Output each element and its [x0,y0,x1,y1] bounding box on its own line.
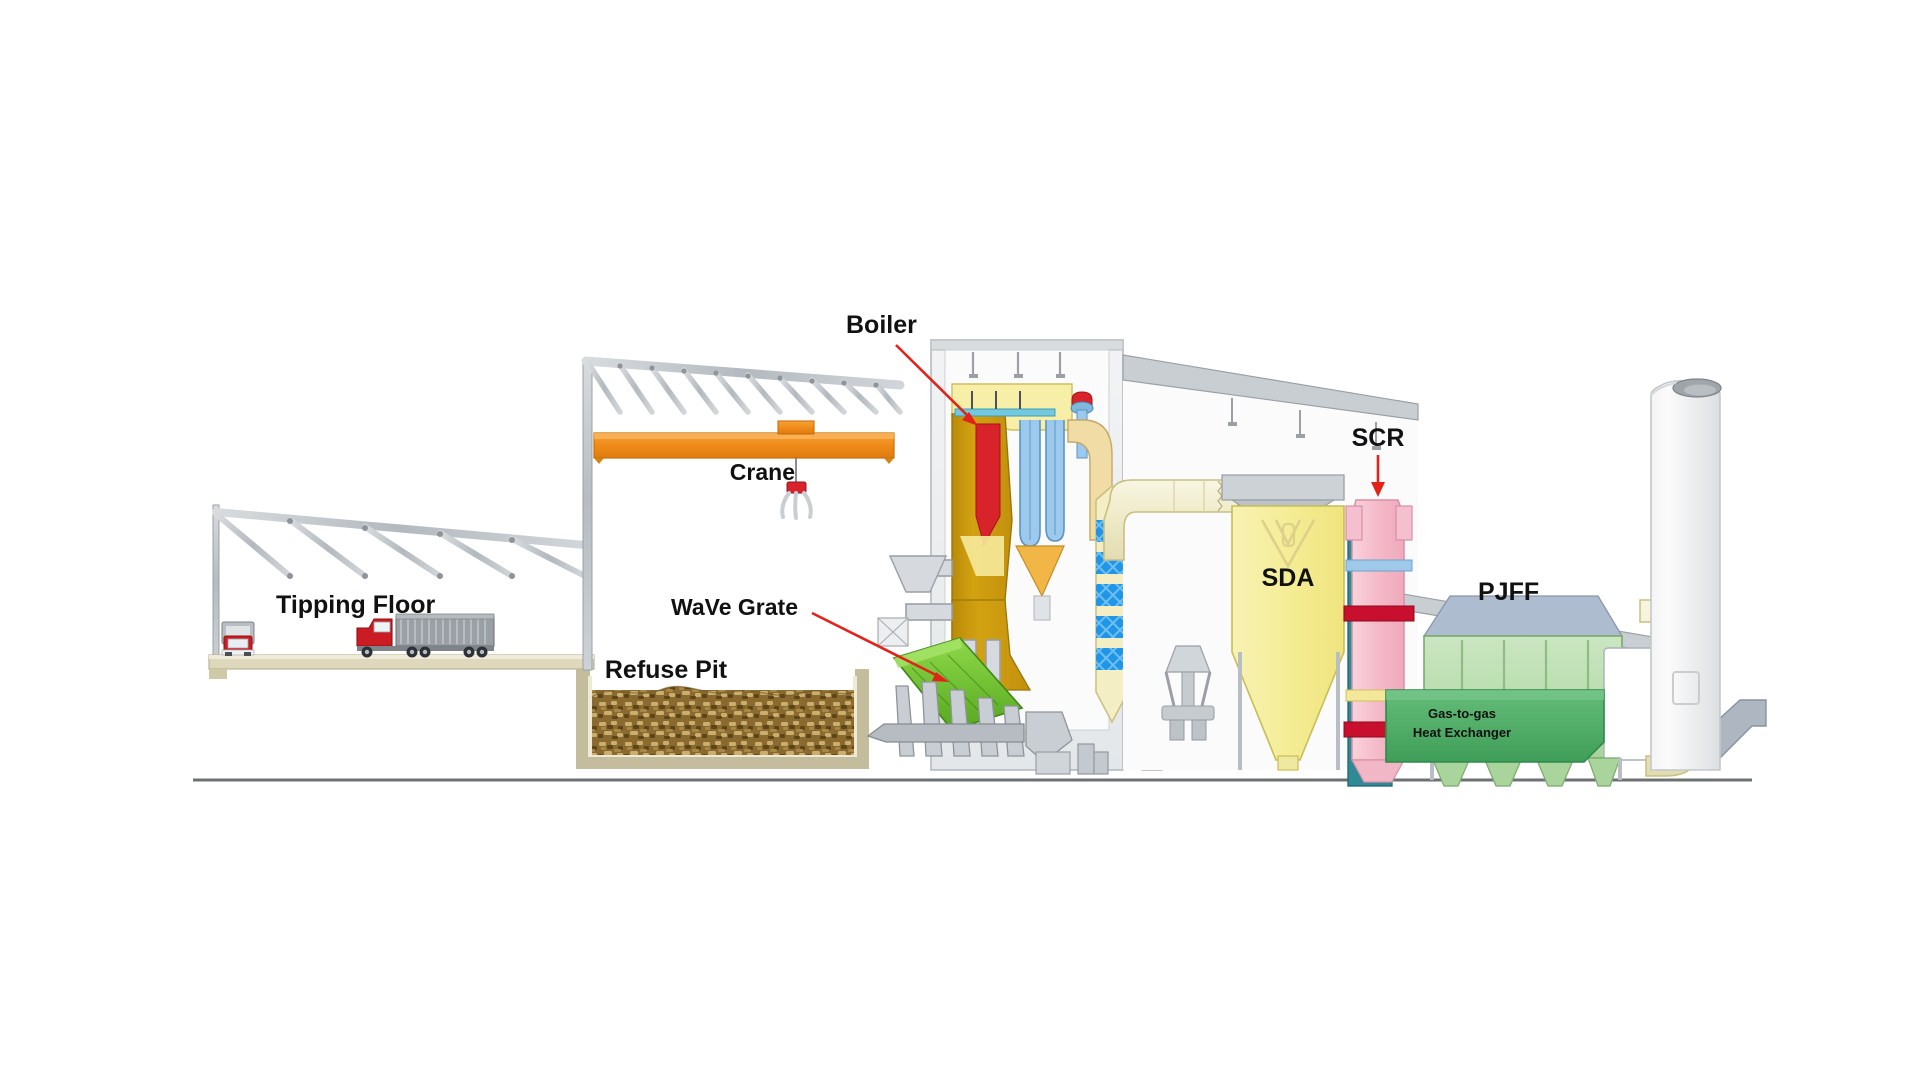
refuse-pit-structure [576,669,869,769]
label-boiler: Boiler [846,311,978,426]
sda-vessel [1221,474,1345,771]
gas-to-gas-heat-exchanger [1385,689,1605,763]
superheater-tubes [1019,420,1065,547]
truck-front-view [221,621,255,656]
label-crane-text: Crane [730,459,795,485]
label-heat-exchanger-line2: Heat Exchanger [1413,725,1511,740]
label-crane: Crane [730,459,795,485]
label-pjff-text: PJFF [1478,578,1539,606]
crane-hall-structure [581,356,905,671]
grapple-icon [780,481,813,520]
crane-assembly [593,420,895,520]
label-sda: SDA [1262,564,1315,592]
label-wave-grate: WaVe Grate [671,594,949,682]
label-heat-exchanger: Gas-to-gas Heat Exchanger [1413,706,1511,740]
label-pjff: PJFF [1478,578,1539,606]
stack [1650,378,1722,771]
truck-with-trailer [356,613,495,658]
label-refuse-pit-text: Refuse Pit [605,656,728,684]
label-sda-text: SDA [1262,564,1315,592]
label-scr-text: SCR [1352,424,1405,452]
label-tipping-floor: Tipping Floor [276,591,435,619]
boiler-assembly [888,383,1129,724]
label-boiler-text: Boiler [846,311,917,339]
tipping-floor-truss [210,508,592,580]
label-heat-exchanger-line1: Gas-to-gas [1428,706,1496,721]
sda-support-equipment [1161,645,1215,741]
label-refuse-pit: Refuse Pit [605,656,728,684]
label-wave-grate-text: WaVe Grate [671,594,798,620]
crane-hall-truss [581,356,905,417]
label-tipping-floor-text: Tipping Floor [276,591,435,619]
label-scr: SCR [1352,424,1405,497]
